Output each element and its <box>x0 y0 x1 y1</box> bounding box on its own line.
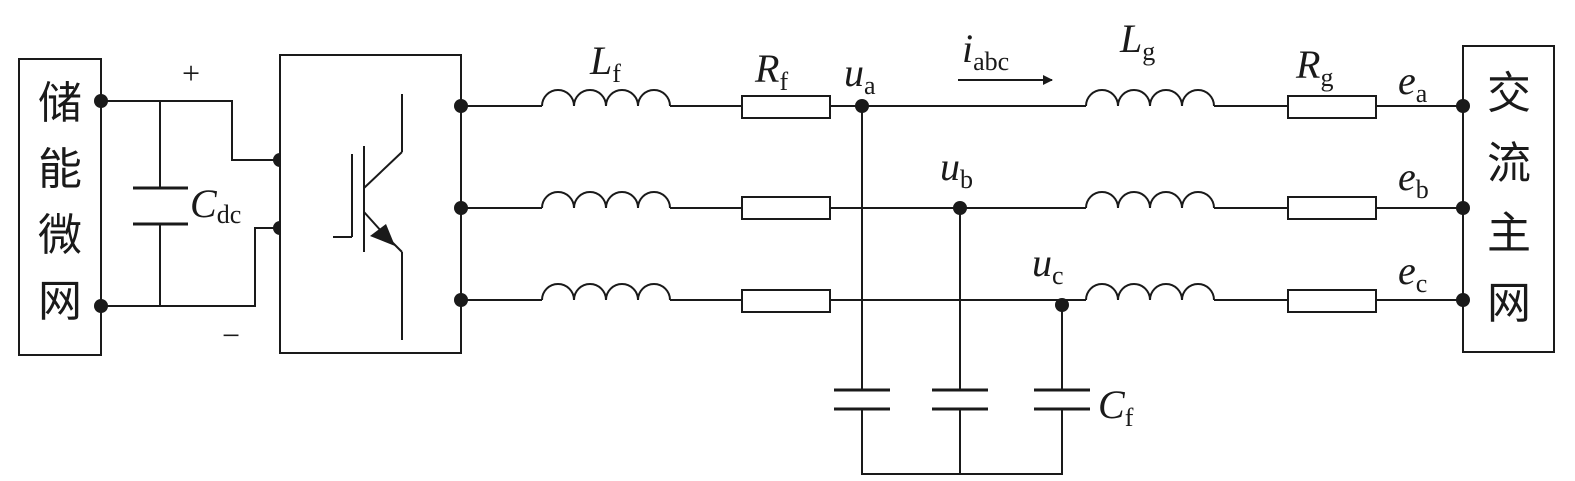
voltage-label-ub: ub <box>940 144 973 194</box>
grid-char-3: 主 <box>1487 208 1531 259</box>
filter-capacitors <box>834 99 1090 475</box>
grid-char-2: 流 <box>1487 138 1531 189</box>
current-label: iabc <box>962 26 1009 76</box>
phase-a-line <box>461 89 1463 119</box>
grid-char-1: 交 <box>1487 68 1531 119</box>
filter-capacitor-label: Cf <box>1098 382 1134 432</box>
voltage-label-ua: ua <box>844 50 876 100</box>
grid-voltage-label-ec: ec <box>1398 248 1427 298</box>
ac-main-grid-block: 交 流 主 网 <box>1456 45 1555 353</box>
storage-char-3: 微 <box>38 210 82 261</box>
grid-voltage-label-ea: ea <box>1398 58 1428 108</box>
grid-inductor-label: Lg <box>1119 16 1155 66</box>
phase-c-line <box>461 283 1463 313</box>
grid-resistor-label: Rg <box>1295 42 1333 92</box>
igbt-symbol <box>333 94 403 340</box>
storage-char-4: 网 <box>38 276 82 327</box>
dc-minus-sign: − <box>222 317 240 353</box>
grid-char-4: 网 <box>1487 278 1531 329</box>
dc-capacitor-label: Cdc <box>190 181 241 229</box>
phase-b-line <box>461 191 1463 220</box>
storage-char-1: 储 <box>38 78 82 129</box>
filter-inductor-label: Lf <box>589 38 621 88</box>
storage-microgrid-block: 储 能 微 网 <box>18 58 102 356</box>
storage-char-2: 能 <box>38 144 82 195</box>
filter-resistor-label: Rf <box>754 46 788 96</box>
dc-link: + − Cdc <box>94 55 287 353</box>
grid-voltage-label-eb: eb <box>1398 154 1429 204</box>
voltage-label-uc: uc <box>1032 240 1064 290</box>
dc-plus-sign: + <box>182 55 200 91</box>
inverter-block <box>279 54 468 354</box>
